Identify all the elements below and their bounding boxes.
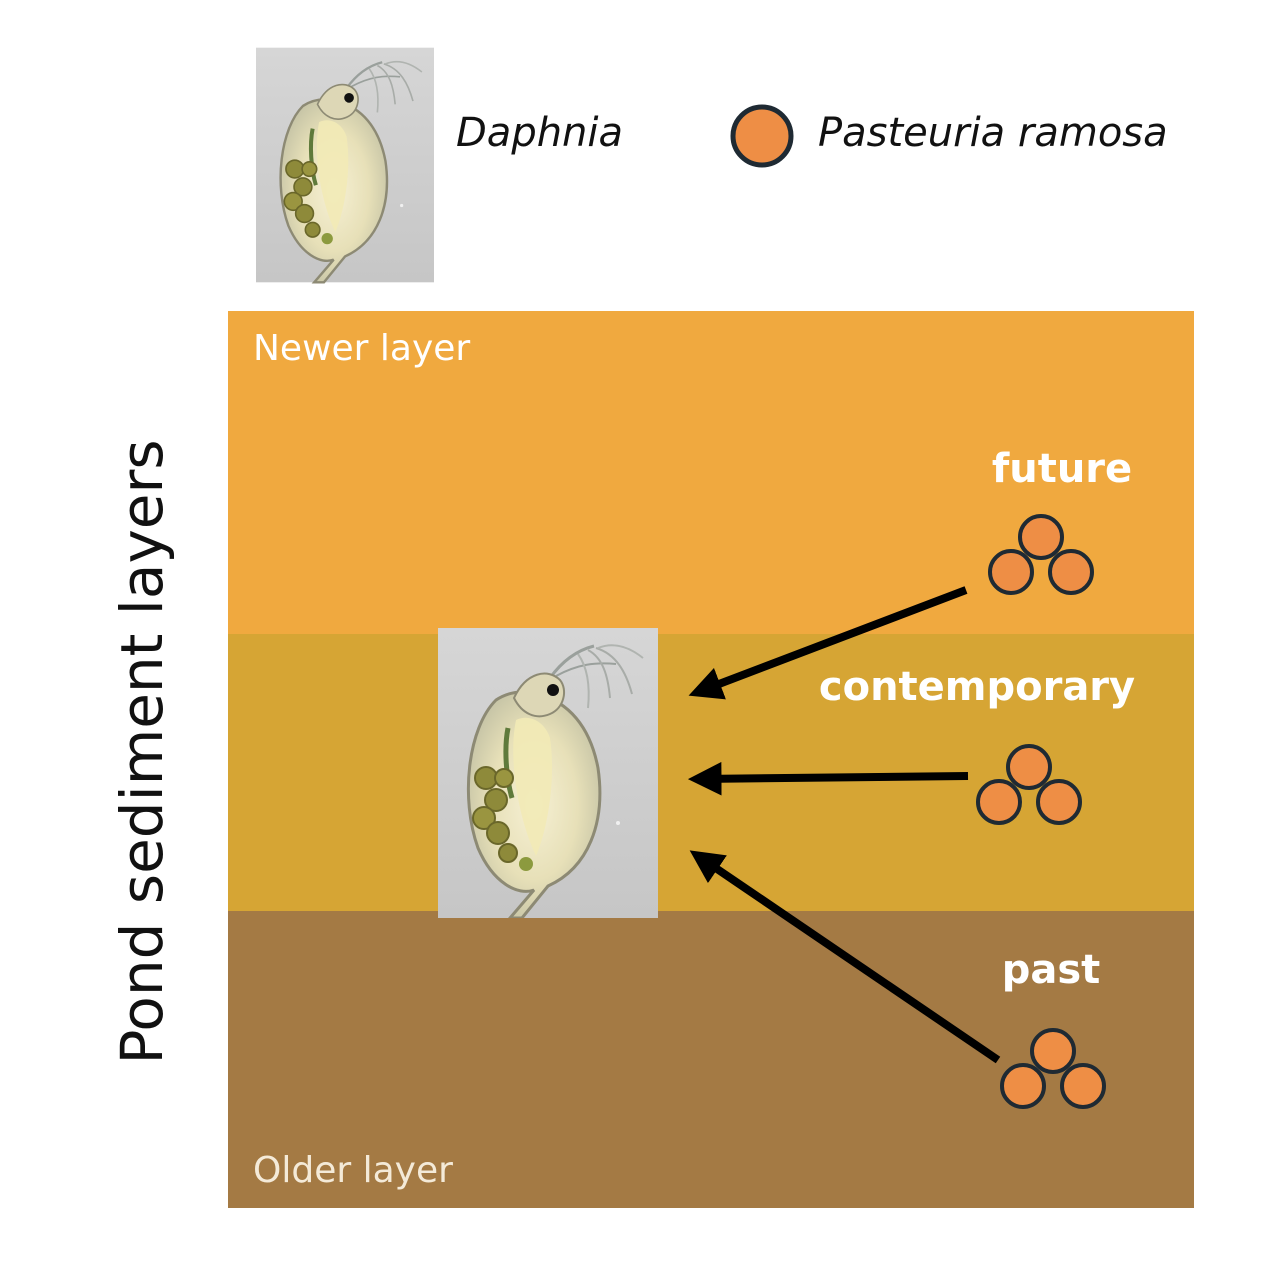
axis-label: Pond sediment layers xyxy=(108,439,176,1064)
older-layer-label: Older layer xyxy=(253,1150,453,1191)
newer-layer-label: Newer layer xyxy=(253,328,470,369)
pasteuria-spore-icon xyxy=(730,104,794,168)
past-arrow xyxy=(689,850,1001,1064)
past-label: past xyxy=(1002,947,1101,993)
future-arrow xyxy=(688,586,968,700)
daphnia-legend-label: Daphnia xyxy=(456,110,623,156)
future-label: future xyxy=(992,446,1132,492)
contemporary-arrow xyxy=(687,761,969,796)
legend: Daphnia Pasteuria ramosa xyxy=(256,48,1168,283)
newer-layer-band xyxy=(228,311,1194,634)
daphnia-center-image xyxy=(438,628,658,918)
contemporary-label: contemporary xyxy=(819,664,1135,710)
daphnia-legend-icon xyxy=(256,48,434,283)
pasteuria-legend-label: Pasteuria ramosa xyxy=(818,110,1168,156)
